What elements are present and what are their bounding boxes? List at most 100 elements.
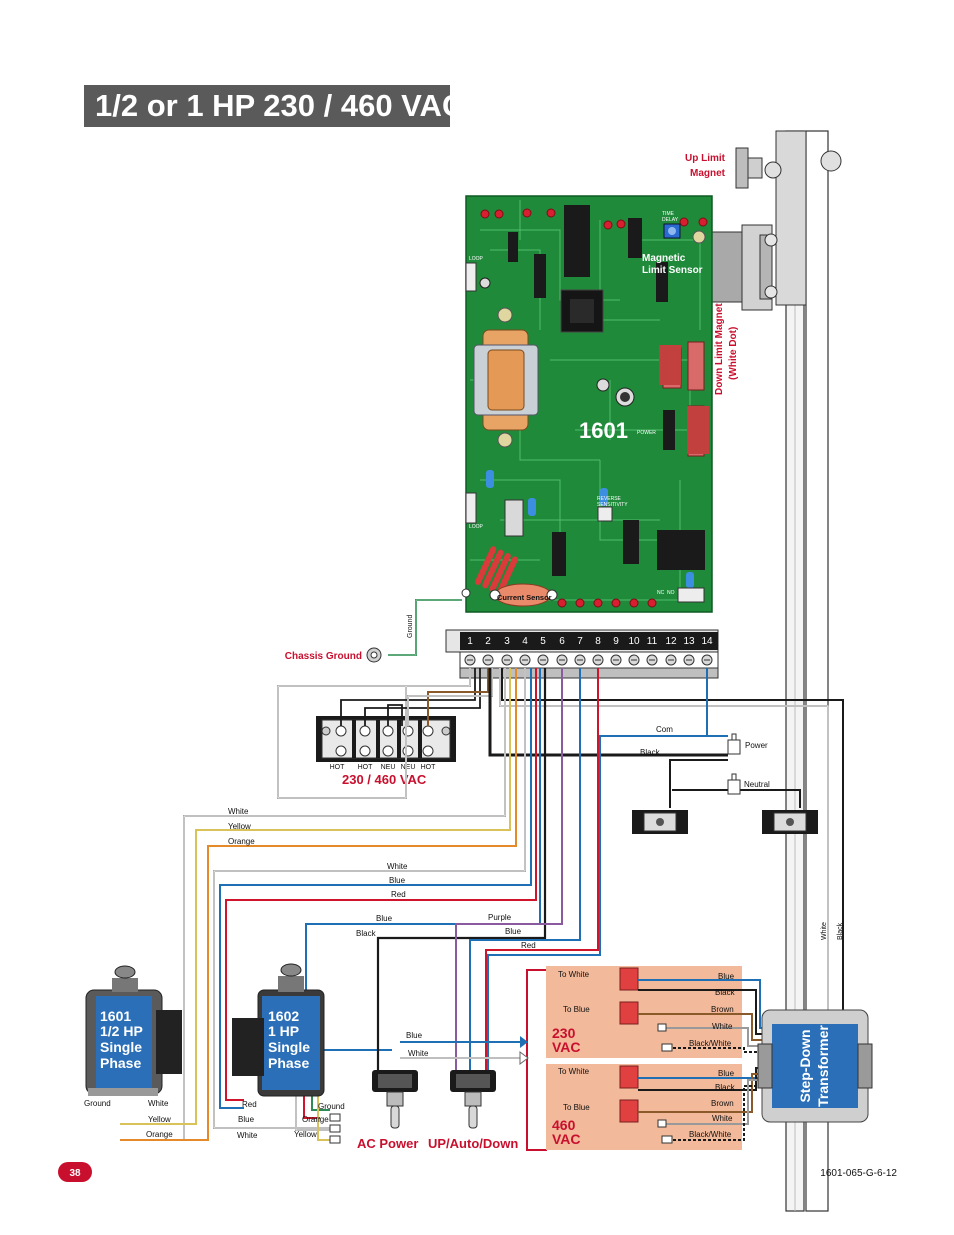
up-limit-label-1: Up Limit: [685, 153, 726, 164]
tap-230-wire-black: Black: [715, 988, 736, 997]
terminal-number-1: 1: [467, 636, 473, 647]
ground-wire-label: Ground: [407, 615, 414, 638]
power-connector: [727, 733, 741, 755]
wire-label-white-2: White: [387, 862, 408, 871]
document-code: 1601-065-G-6-12: [820, 1168, 897, 1179]
up-limit-label-2: Magnet: [690, 168, 726, 179]
terminal-number-10: 10: [628, 636, 640, 647]
ac-power-switch[interactable]: [372, 1070, 418, 1129]
motor-1601-ground-label: Ground: [84, 1099, 111, 1108]
wire-label-blue: Blue: [389, 876, 406, 885]
hot-label-3: HOT: [421, 764, 437, 771]
down-limit-label-1: Down Limit Magnet: [714, 303, 725, 395]
wire-label-blue-4: Blue: [406, 1031, 423, 1040]
motor-1602-line-2: 1 HP: [268, 1023, 299, 1039]
motor-1601-line-3: Single: [100, 1039, 142, 1055]
down-limit-label-2: (White Dot): [728, 327, 739, 380]
terminal-number-2: 2: [485, 636, 491, 647]
wire-label-blue-3: Blue: [505, 927, 522, 936]
terminal-number-5: 5: [540, 636, 546, 647]
magnetic-limit-sensor-housing: [711, 224, 778, 311]
page-title: 1/2 or 1 HP 230 / 460 VAC: [95, 88, 464, 123]
up-auto-down-label: UP/Auto/Down: [428, 1136, 518, 1151]
neu-label-2: NEU: [401, 764, 416, 771]
motor-1602-red-label: Red: [242, 1100, 257, 1109]
neutral-connector: [727, 773, 741, 795]
terminal-number-11: 11: [647, 636, 658, 647]
time-delay-label-2: DELAY: [662, 217, 679, 223]
motor-1602-orange-label: Orange: [302, 1115, 329, 1124]
motor-1602-line-3: Single: [268, 1039, 310, 1055]
up-auto-down-switch[interactable]: [450, 1070, 496, 1129]
tap-460-wire-black: Black: [715, 1083, 736, 1092]
relay-nc-label: NC: [657, 590, 665, 596]
motor-1601-line-2: 1/2 HP: [100, 1023, 143, 1039]
motor-1602-connectors: [329, 1113, 341, 1144]
terminal-number-7: 7: [577, 636, 583, 647]
wire-label-purple: Purple: [488, 913, 512, 922]
page-number-badge: [58, 1162, 92, 1182]
chassis-ground-label: Chassis Ground: [285, 651, 362, 662]
wire-harness: [120, 668, 844, 1151]
tap-230-label-2: VAC: [552, 1039, 581, 1055]
hot-label-1: HOT: [330, 764, 346, 771]
neutral-connector-label: Neutral: [744, 780, 770, 789]
wire-label-white: White: [228, 807, 249, 816]
terminal-number-14: 14: [701, 636, 713, 647]
magnetic-sensor-label-1: Magnetic: [642, 253, 686, 264]
motor-1602-white-label: White: [237, 1131, 258, 1140]
motor-1601-line-4: Phase: [100, 1055, 141, 1071]
page-number: 38: [69, 1168, 81, 1179]
tap-230-wire-white: White: [712, 1022, 733, 1031]
power-led-label: POWER: [637, 430, 656, 436]
power-terminal-block: [316, 716, 456, 762]
time-delay-label-1: TIME: [662, 211, 675, 217]
neu-label-1: NEU: [381, 764, 396, 771]
terminal-screws: [464, 654, 713, 666]
tap-460-wire-brown: Brown: [711, 1099, 734, 1108]
tap-460-wire-white: White: [712, 1114, 733, 1123]
terminal-number-13: 13: [683, 636, 695, 647]
tap-230-label-1: 230: [552, 1025, 576, 1041]
ac-power-label: AC Power: [357, 1136, 418, 1151]
controller-board: [465, 195, 713, 613]
terminal-number-12: 12: [665, 636, 677, 647]
wire-label-orange: Orange: [228, 837, 255, 846]
terminal-number-3: 3: [504, 636, 510, 647]
motor-1601: [85, 965, 182, 1096]
tap-460-wire-blue: Blue: [718, 1069, 735, 1078]
motor-1601-white-label: White: [148, 1099, 169, 1108]
com-label: Com: [656, 725, 673, 734]
wire-label-yellow: Yellow: [228, 822, 251, 831]
tap-460-label-1: 460: [552, 1117, 576, 1133]
chassis-ground-wire: [366, 588, 471, 663]
motor-1601-orange-label: Orange: [146, 1130, 173, 1139]
tap-230-wire-blue: Blue: [718, 972, 735, 981]
reverse-sensitivity-label-2: SENSITIVITY: [597, 502, 628, 508]
hot-label-2: HOT: [358, 764, 374, 771]
motor-1601-yellow-label: Yellow: [148, 1115, 171, 1124]
wire-label-red: Red: [391, 890, 406, 899]
tap-230-wire-brown: Brown: [711, 1005, 734, 1014]
black-label: Black: [640, 748, 661, 757]
tap-230-wire-black-white: Black/White: [689, 1039, 732, 1048]
terminal-number-9: 9: [613, 636, 619, 647]
motor-1602: [232, 963, 325, 1097]
reverse-sensitivity-label-1: REVERSE: [597, 496, 622, 502]
motor-1602-line-1: 1602: [268, 1008, 299, 1024]
step-down-transformer: [757, 1009, 873, 1123]
motor-1602-yellow-label: Yellow: [294, 1130, 317, 1139]
arrow-blue: [520, 1036, 528, 1048]
vac-label: 230 / 460 VAC: [342, 772, 427, 787]
terminal-number-4: 4: [522, 636, 528, 647]
board-model-label: 1601: [579, 418, 628, 443]
relay-no-label: NO: [667, 590, 675, 596]
transformer-white-label: White: [821, 922, 828, 940]
tap-230-to-white: To White: [558, 970, 590, 979]
motor-1602-ground-label: Ground: [318, 1102, 345, 1111]
terminal-number-8: 8: [595, 636, 601, 647]
transformer-label-1: Step-Down: [797, 1029, 813, 1102]
loop-label-bottom: LOOP: [469, 524, 484, 530]
tap-connectors: [657, 1023, 673, 1144]
